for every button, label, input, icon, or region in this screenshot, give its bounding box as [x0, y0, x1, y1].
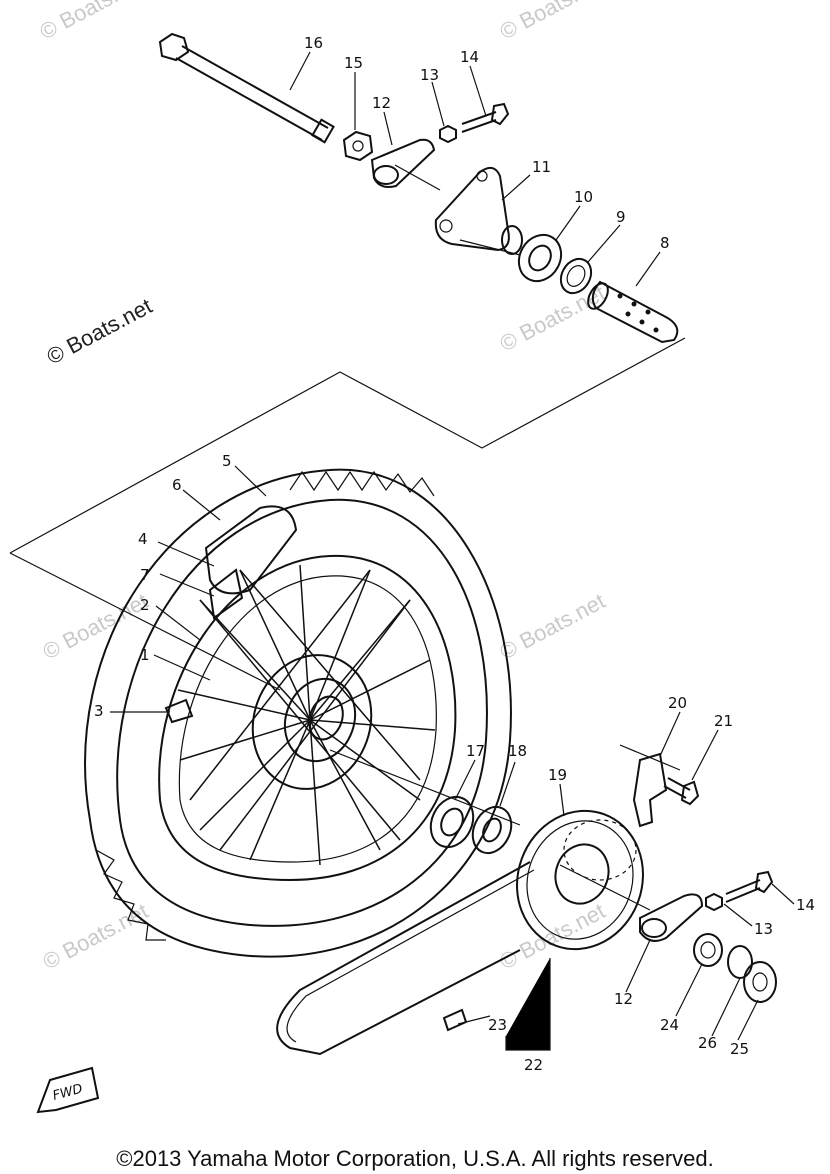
callout-2: 2: [140, 596, 150, 614]
bearing-17: [429, 795, 475, 849]
callout-5: 5: [222, 452, 232, 470]
callout-22: 22: [524, 1056, 543, 1074]
callout-13-bottom: 13: [754, 920, 773, 938]
callout-12-top: 12: [372, 94, 391, 112]
callout-6: 6: [172, 476, 182, 494]
brake-arm-11: [434, 166, 523, 255]
bolt-14-top: [461, 102, 510, 133]
callout-11: 11: [532, 158, 551, 176]
watermark-mid-left: © Boats.net: [39, 588, 153, 664]
callout-17: 17: [466, 742, 485, 760]
seal-9: [559, 257, 593, 295]
nut-13-bottom: [705, 892, 723, 912]
callout-leaders: [110, 51, 795, 1051]
callout-9: 9: [616, 208, 626, 226]
callout-21: 21: [714, 712, 733, 730]
callout-7: 7: [140, 566, 150, 584]
master-link-23: [442, 1008, 468, 1032]
spacer-8: [587, 280, 679, 344]
callout-19: 19: [548, 766, 567, 784]
callout-24: 24: [660, 1016, 679, 1034]
bolt-21: [663, 777, 700, 806]
callout-18: 18: [508, 742, 527, 760]
callout-4: 4: [138, 530, 148, 548]
callout-16: 16: [304, 34, 323, 52]
rear-wheel: [84, 468, 512, 958]
axle-nut-15: [342, 130, 374, 162]
collar-25: [743, 961, 777, 1003]
nut-13-top: [439, 124, 457, 144]
callout-23: 23: [488, 1016, 507, 1034]
callout-20: 20: [668, 694, 687, 712]
callout-26: 26: [698, 1034, 717, 1052]
fwd-label: FWD: [51, 1082, 84, 1104]
spokes: [177, 564, 436, 866]
bearing-10: [517, 233, 563, 283]
watermark-top-right: © Boats.net: [496, 0, 610, 44]
callout-15: 15: [344, 54, 363, 72]
callout-14-bottom: 14: [796, 896, 815, 914]
axle-16: [158, 32, 335, 144]
sprocket-19: [516, 809, 644, 951]
watermark-main: © Boats.net: [43, 293, 157, 369]
collar-24: [693, 933, 723, 967]
chain-puller-12-bottom: [639, 893, 704, 942]
drive-chain-22: [276, 861, 535, 1056]
callout-12-bottom: 12: [614, 990, 633, 1008]
callout-3: 3: [94, 702, 104, 720]
callout-8: 8: [660, 234, 670, 252]
callouts: 16 15 14 13 12 11 10 9 8 5 6 4 7 2 1 3 1…: [94, 34, 815, 1074]
lock-plate-20: [632, 752, 668, 828]
callout-1: 1: [140, 646, 150, 664]
bolt-14-bottom: [725, 870, 774, 903]
ring-26: [727, 945, 753, 979]
callout-13-top: 13: [420, 66, 439, 84]
chain-puller-12-top: [370, 138, 436, 188]
callout-10: 10: [574, 188, 593, 206]
fwd-arrow-icon: FWD: [36, 1066, 100, 1114]
callout-25: 25: [730, 1040, 749, 1058]
parts-diagram: © Boats.net © Boats.net © Boats.net © Bo…: [9, 0, 815, 1114]
watermark-top-left: © Boats.net: [36, 0, 150, 44]
explode-guide-lines: [9, 164, 686, 911]
copyright-notice: ©2013 Yamaha Motor Corporation, U.S.A. A…: [116, 1146, 714, 1171]
watermark-low-left: © Boats.net: [39, 898, 153, 974]
callout-14-top: 14: [460, 48, 479, 66]
bearing-18: [471, 805, 513, 855]
watermark-mid-right-2: © Boats.net: [496, 588, 610, 664]
